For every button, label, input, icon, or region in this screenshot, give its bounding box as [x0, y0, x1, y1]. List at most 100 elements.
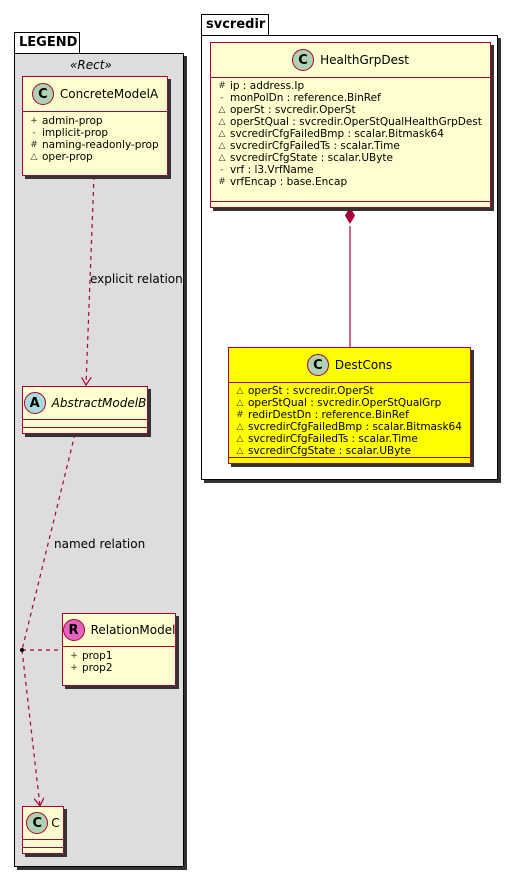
attribute-row: + prop2 [69, 662, 175, 674]
explicit-relation-label: explicit relation [90, 272, 183, 286]
attribute-text: svcredirCfgState : scalar.UByte [230, 152, 394, 164]
attribute-row: -vrf : l3.VrfName [217, 164, 490, 176]
attribute-text: admin-prop [42, 115, 103, 127]
visibility-icon: - [32, 128, 36, 138]
visibility-icon: △ [236, 434, 244, 444]
attribute-list: △ operSt : svcredir.OperSt △ operStQual : … [229, 383, 470, 460]
svcredir-package-tab: svcredir [201, 14, 269, 36]
attribute-list: + admin-prop -implicit-prop #naming-reado… [23, 112, 167, 166]
visibility-icon: △ [218, 141, 226, 151]
attribute-text: svcredirCfgFailedTs : scalar.Time [248, 433, 418, 445]
attribute-row: +prop1 [69, 650, 175, 662]
named-relation-label: named relation [54, 537, 146, 551]
attribute-row: △ operStQual : svcredir.OperStQualGrp [235, 397, 470, 409]
class-name: RelationModel [90, 623, 176, 637]
attribute-row: △ svcredirCfgFailedTs : scalar.Time [217, 140, 490, 152]
legend-title: LEGEND [19, 35, 78, 50]
relation-model-header: R RelationModel [62, 614, 176, 647]
attribute-row: #naming-readonly-prop [29, 139, 167, 151]
explicit-relation-line [86, 175, 95, 385]
dest-cons-class[interactable]: C DestCons △ operSt : svcredir.OperSt △ op… [228, 347, 471, 464]
attribute-text: implicit-prop [42, 127, 109, 139]
class-badge-icon: C [292, 49, 315, 71]
visibility-icon: △ [218, 105, 226, 115]
attribute-row: -implicit-prop [29, 127, 167, 139]
attribute-row: # ip : address.Ip [217, 80, 490, 92]
abstract-model-b-class[interactable]: A AbstractModelB [22, 386, 148, 434]
attribute-row: △ svcredirCfgState : scalar.UByte [217, 152, 490, 164]
attribute-row: △ operSt : svcredir.OperSt [217, 104, 490, 116]
class-name: ConcreteModelA [59, 87, 159, 101]
attribute-text: svcredirCfgFailedBmp : scalar.Bitmask64 [230, 128, 444, 140]
visibility-icon: + [70, 663, 78, 673]
named-relation-line-upper [21, 433, 76, 651]
visibility-icon: # [218, 81, 226, 91]
attribute-list: #ip : address.Ip -monPolDn : reference.B… [211, 78, 490, 191]
visibility-icon: △ [236, 422, 244, 432]
class-name: C [51, 816, 60, 830]
relation-junction-dot [20, 648, 24, 652]
class-name: HealthGrpDest [320, 53, 409, 67]
abstract-model-b-header: A AbstractModelB [23, 387, 147, 420]
c-class[interactable]: C C [22, 806, 64, 854]
class-badge-icon: C [31, 83, 54, 105]
health-grp-dest-header: C HealthGrpDest [211, 43, 490, 78]
visibility-icon: - [220, 165, 224, 175]
health-grp-dest-class[interactable]: C HealthGrpDest #ip : address.Ip -monPol… [210, 42, 491, 208]
attribute-row: △ svcredirCfgFailedTs : scalar.Time [235, 433, 470, 445]
attribute-text: monPolDn : reference.BinRef [230, 92, 381, 104]
attribute-row: △ svcredirCfgFailedBmp : scalar.Bitmask64 [235, 421, 470, 433]
attribute-row: + admin-prop [29, 115, 167, 127]
legend-package [14, 53, 184, 867]
concrete-model-a-class[interactable]: C ConcreteModelA + admin-prop -implicit-p… [22, 76, 168, 176]
visibility-icon: # [236, 410, 244, 420]
c-class-header: C C [23, 807, 63, 840]
visibility-icon: △ [218, 129, 226, 139]
visibility-icon: △ [236, 398, 244, 408]
composition-diamond [344, 207, 356, 224]
attribute-text: operSt : svcredir.OperSt [230, 104, 356, 116]
visibility-icon: △ [236, 446, 244, 456]
visibility-icon: # [218, 177, 226, 187]
attribute-text: redirDestDn : reference.BinRef [248, 409, 409, 421]
visibility-icon: △ [236, 386, 244, 396]
attribute-row: # vrfEncap : base.Encap [217, 176, 490, 188]
legend-stereotype: «Rect» [70, 58, 112, 72]
attribute-text: operStQual : svcredir.OperStQualGrp [248, 397, 442, 409]
visibility-icon: + [30, 116, 38, 126]
attribute-text: operSt : svcredir.OperSt [248, 385, 374, 397]
attribute-text: prop1 [82, 650, 113, 662]
relation-model-class[interactable]: R RelationModel +prop1 + prop2 [62, 613, 176, 686]
class-badge-icon: C [26, 812, 49, 834]
dest-cons-header: C DestCons [229, 348, 470, 383]
concrete-model-a-header: C ConcreteModelA [23, 77, 167, 112]
relation-badge-icon: R [62, 619, 85, 641]
attribute-row: # redirDestDn : reference.BinRef [235, 409, 470, 421]
visibility-icon: △ [218, 153, 226, 163]
attribute-row: △ svcredirCfgFailedBmp : scalar.Bitmask64 [217, 128, 490, 140]
attribute-text: svcredirCfgState : scalar.UByte [248, 445, 412, 457]
legend-package-tab: LEGEND [14, 32, 80, 54]
attribute-text: operStQual : svcredir.OperStQualHealthGr… [230, 116, 482, 128]
attribute-text: ip : address.Ip [230, 80, 305, 92]
class-badge-icon: C [306, 354, 329, 376]
attribute-row: △ operSt : svcredir.OperSt [235, 385, 470, 397]
visibility-icon: △ [218, 117, 226, 127]
attribute-text: vrf : l3.VrfName [230, 164, 314, 176]
attribute-row: △ oper-prop [29, 151, 167, 163]
attribute-row: △ svcredirCfgState : scalar.UByte [235, 445, 470, 457]
attribute-text: svcredirCfgFailedTs : scalar.Time [230, 140, 400, 152]
attribute-row: △ operStQual : svcredir.OperStQualHealthG… [217, 116, 490, 128]
visibility-icon: △ [30, 152, 38, 162]
attribute-text: vrfEncap : base.Encap [230, 176, 348, 188]
visibility-icon: # [30, 140, 38, 150]
attribute-list: +prop1 + prop2 [63, 647, 175, 677]
attribute-text: oper-prop [42, 151, 93, 163]
attribute-row: -monPolDn : reference.BinRef [217, 92, 490, 104]
svcredir-title: svcredir [206, 17, 266, 32]
attribute-text: svcredirCfgFailedBmp : scalar.Bitmask64 [248, 421, 462, 433]
attribute-text: prop2 [82, 662, 113, 674]
class-name: DestCons [334, 358, 393, 372]
named-relation-line-lower [21, 649, 40, 806]
